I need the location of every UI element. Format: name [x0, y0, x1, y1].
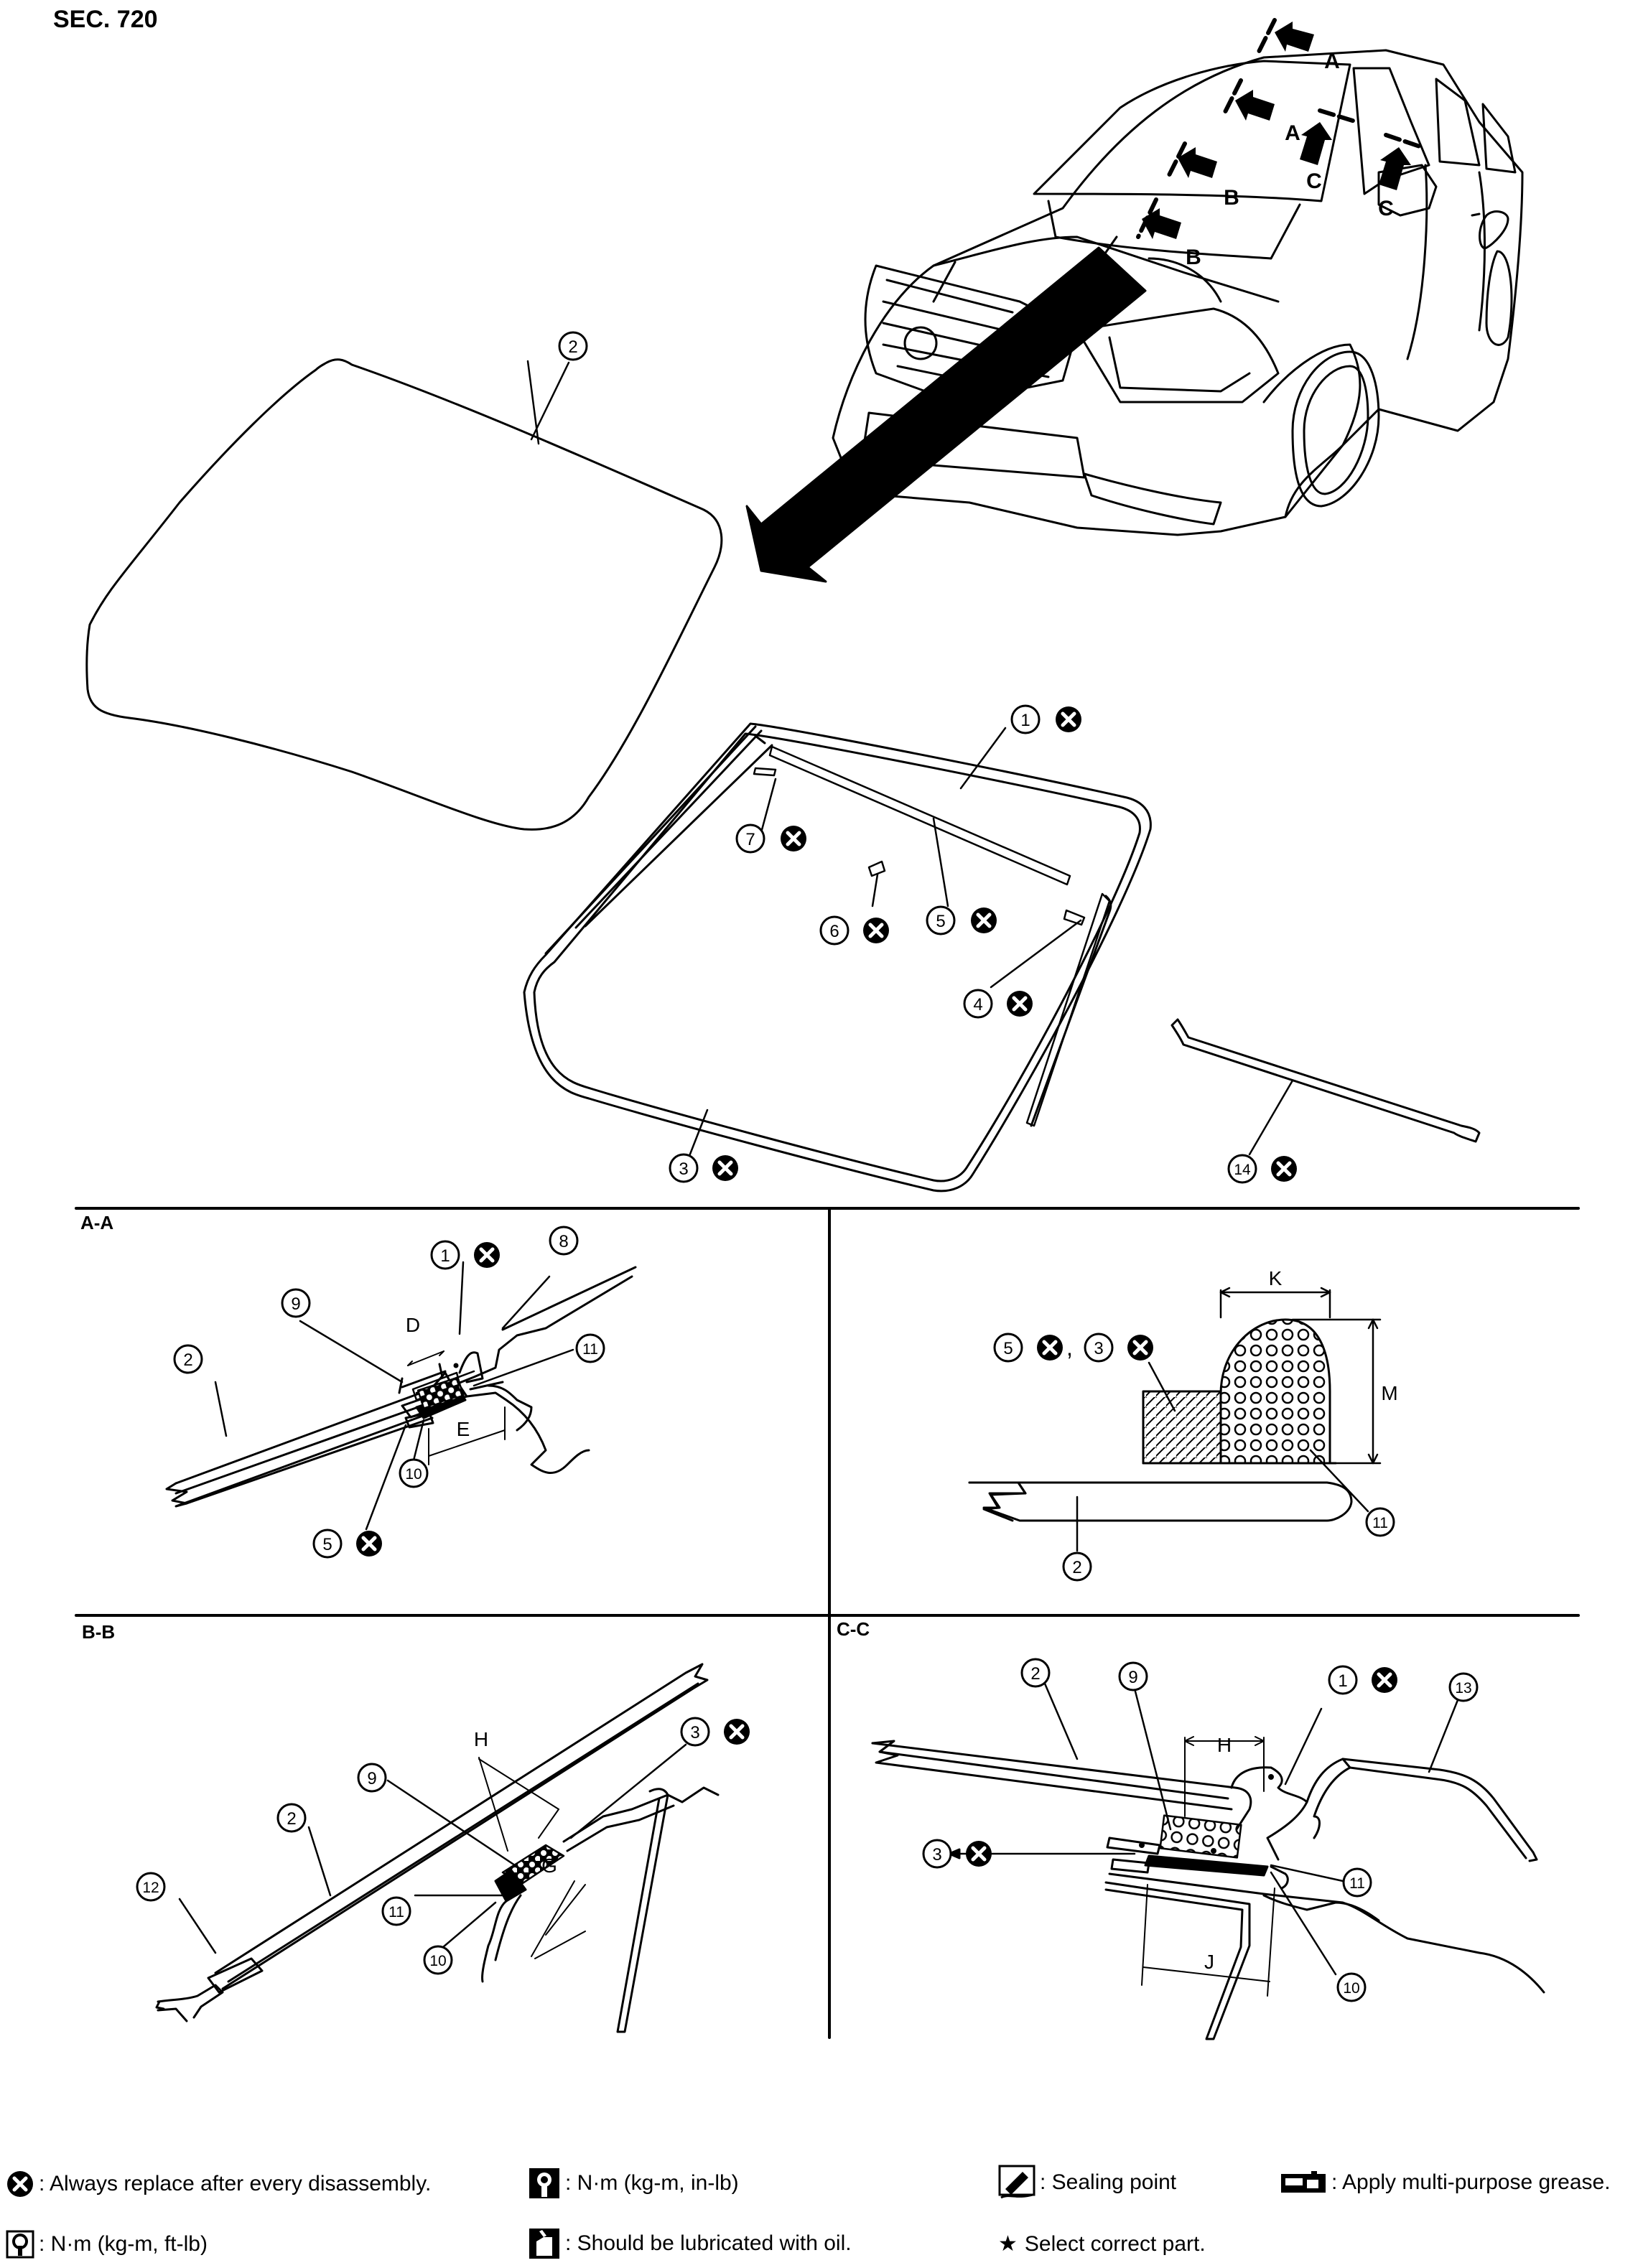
legend-replace-text: : Always replace after every disassembly… [39, 2172, 432, 2195]
panel-title-cc: C-C [837, 1618, 870, 1640]
part-14-strip [1170, 1018, 1481, 1143]
view-label-c: C [1306, 169, 1322, 193]
molding-frame [523, 722, 1152, 1193]
panel-title-aa: A-A [80, 1212, 113, 1233]
dimension-d: D [406, 1314, 420, 1336]
legend-oil-text: : Should be lubricated with oil. [565, 2231, 852, 2255]
section-arrows [1142, 22, 1411, 239]
section-cc-drawing [871, 1682, 1545, 2040]
pointer-arrow [745, 246, 1147, 583]
callout-3: 3 [1094, 1339, 1103, 1358]
dimension-m: M [1381, 1382, 1397, 1404]
grease-gun-icon [1281, 2171, 1326, 2193]
legend-torque-in: : N·m (kg-m, in-lb) [528, 2167, 739, 2200]
callout-2: 2 [1072, 1558, 1081, 1577]
view-label-b: B [1224, 186, 1239, 210]
dimension-e: E [457, 1418, 470, 1440]
sealant-icon [998, 2165, 1035, 2199]
dimension-k: K [1269, 1267, 1283, 1289]
legend-sealing: : Sealing point [998, 2165, 1176, 2201]
callout-2: 2 [1030, 1664, 1040, 1684]
callout-7: 7 [745, 830, 755, 849]
dimension-h: H [474, 1728, 488, 1750]
section-km-drawing [968, 1287, 1382, 1552]
section-bb-drawing [155, 1663, 720, 2033]
legend-grease-text: : Apply multi-purpose grease. [1331, 2170, 1611, 2194]
view-label-a: A [1285, 121, 1300, 145]
callout-10: 10 [405, 1466, 422, 1483]
callout-3: 3 [690, 1723, 699, 1742]
callout-5: 5 [1003, 1339, 1013, 1358]
panel-grid [75, 1207, 1580, 2039]
legend-select-text: Select correct part. [1024, 2231, 1206, 2256]
callout-11: 11 [1349, 1875, 1365, 1892]
legend-oil: : Should be lubricated with oil. [528, 2227, 852, 2260]
panel-title-bb: B-B [82, 1621, 115, 1643]
legend-sealing-text: : Sealing point [1040, 2170, 1177, 2194]
torque-wrench-icon [6, 2230, 34, 2259]
callout-9: 9 [291, 1294, 300, 1314]
callout-2: 2 [287, 1809, 296, 1829]
oil-can-icon [529, 2229, 559, 2259]
callout-1: 1 [1020, 711, 1030, 730]
callout-5: 5 [936, 912, 945, 931]
callout-4: 4 [973, 995, 982, 1014]
callout-12: 12 [142, 1880, 159, 1896]
x-circle-icon [6, 2170, 34, 2198]
callout-13: 13 [1455, 1680, 1471, 1697]
callout-9: 9 [1128, 1668, 1137, 1687]
callout-9: 9 [367, 1769, 376, 1788]
callout-11: 11 [582, 1341, 598, 1358]
leader-lines [530, 361, 1294, 1157]
callout-11: 11 [388, 1904, 404, 1921]
separator-comma: , [1066, 1335, 1073, 1361]
callout-5: 5 [322, 1535, 332, 1554]
callout-11: 11 [1372, 1515, 1388, 1531]
torque-wrench-icon [529, 2168, 559, 2198]
star-icon: ★ [998, 2232, 1018, 2256]
callout-1: 1 [1338, 1671, 1347, 1691]
callout-3: 3 [679, 1159, 688, 1179]
dimension-j: J [1204, 1951, 1214, 1973]
callout-1: 1 [440, 1246, 450, 1266]
legend-select: ★ Select correct part. [998, 2231, 1206, 2257]
legend-torque-ft: : N·m (kg-m, ft-lb) [6, 2230, 208, 2259]
legend-grease: : Apply multi-purpose grease. [1280, 2170, 1611, 2195]
legend-replace: : Always replace after every disassembly… [6, 2170, 431, 2198]
callout-2: 2 [568, 337, 577, 357]
dimension-g: G [541, 1854, 557, 1877]
legend-torque-ft-text: : N·m (kg-m, ft-lb) [39, 2232, 208, 2256]
view-label-a: A [1324, 50, 1340, 73]
windshield-glass [85, 358, 723, 831]
callout-3: 3 [932, 1845, 941, 1865]
legend-torque-in-text: : N·m (kg-m, in-lb) [565, 2171, 739, 2195]
callout-10: 10 [429, 1953, 446, 1969]
callout-10: 10 [1343, 1980, 1359, 1997]
view-label-c: C [1378, 197, 1394, 220]
callout-2: 2 [183, 1350, 192, 1370]
callout-14: 14 [1234, 1162, 1251, 1178]
view-label-b: B [1186, 246, 1201, 269]
dimension-h: H [1217, 1734, 1232, 1756]
section-title: SEC. 720 [53, 6, 158, 33]
callout-8: 8 [559, 1232, 568, 1251]
section-aa-drawing [165, 1261, 637, 1531]
callout-6: 6 [829, 922, 839, 941]
